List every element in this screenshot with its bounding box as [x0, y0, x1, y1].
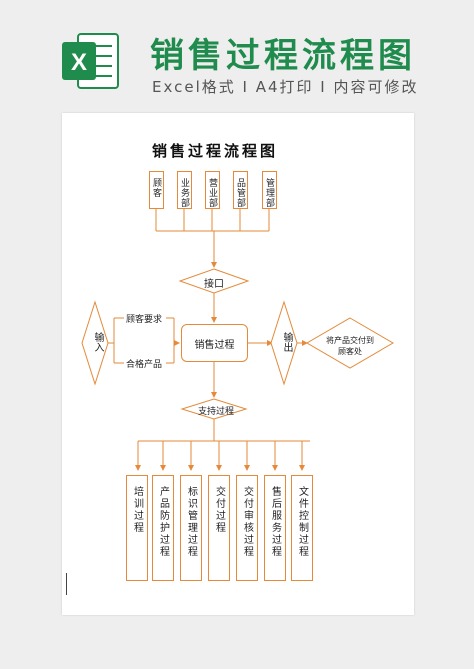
svg-text:X: X — [71, 49, 87, 76]
box-business-dept: 业务部 — [177, 171, 192, 209]
box-after-sales-label: 售后服务过程 — [269, 486, 281, 558]
box-training: 培训过程 — [126, 475, 148, 581]
box-identification: 标识管理过程 — [180, 475, 202, 581]
box-delivery-review: 交付审核过程 — [236, 475, 258, 581]
input-customer-requirement: 顾客要求 — [126, 315, 163, 325]
box-quality-dept: 品管部 — [233, 171, 248, 209]
box-document-control: 文件控制过程 — [291, 475, 313, 581]
support-process-label: 支持过程 — [198, 407, 235, 417]
box-customer-label: 顾客 — [151, 178, 161, 198]
box-management-dept-label: 管理部 — [264, 178, 274, 208]
box-product-protection-label: 产品防护过程 — [157, 486, 169, 558]
box-sales-dept: 营业部 — [205, 171, 220, 209]
box-customer: 顾客 — [149, 171, 164, 209]
output-label: 输出 — [281, 332, 292, 352]
input-qualified-product: 合格产品 — [126, 360, 163, 370]
document-title: 销售过程流程图 — [152, 142, 279, 160]
box-delivery: 交付过程 — [208, 475, 230, 581]
sales-process-box: 销售过程 — [181, 324, 248, 362]
banner-title: 销售过程流程图 — [150, 36, 416, 76]
input-label: 输入 — [92, 332, 103, 352]
box-delivery-review-label: 交付审核过程 — [241, 486, 253, 558]
box-sales-dept-label: 营业部 — [207, 178, 217, 208]
box-after-sales: 售后服务过程 — [264, 475, 286, 581]
box-business-dept-label: 业务部 — [179, 178, 189, 208]
box-quality-dept-label: 品管部 — [235, 178, 245, 208]
box-management-dept: 管理部 — [262, 171, 277, 209]
delivery-label: 将产品交付到顾客处 — [326, 336, 374, 356]
box-delivery-label: 交付过程 — [213, 486, 225, 534]
box-training-label: 培训过程 — [131, 486, 143, 534]
document-page: 销售过程流程图 顾客 业务部 营业部 品管部 管理部 接口 输入 顾客要求 合格… — [62, 113, 414, 615]
banner-subtitle: Excel格式 I A4打印 I 内容可修改 — [152, 78, 419, 96]
box-document-control-label: 文件控制过程 — [296, 486, 308, 558]
interface-label: 接口 — [204, 279, 224, 290]
box-product-protection: 产品防护过程 — [152, 475, 174, 581]
flowchart-connectors — [81, 208, 394, 471]
page-margin-mark — [66, 573, 67, 595]
template-banner: X 销售过程流程图 Excel格式 I A4打印 I 内容可修改 — [0, 0, 474, 110]
box-identification-label: 标识管理过程 — [185, 486, 197, 558]
excel-icon: X — [62, 33, 119, 89]
